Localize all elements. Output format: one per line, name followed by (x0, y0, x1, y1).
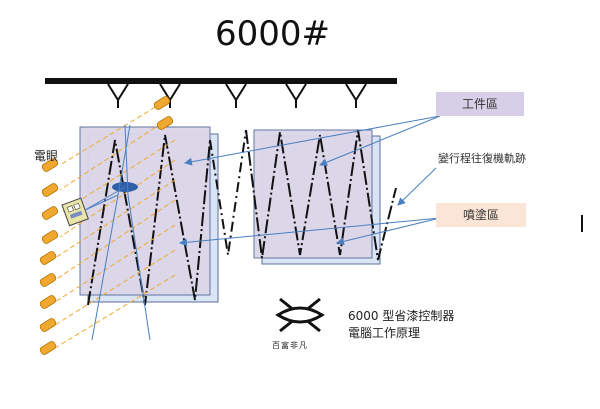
spray-area-label: 噴塗區 (436, 203, 526, 227)
hanger (107, 83, 129, 108)
page-title: 6000# (215, 14, 331, 54)
logo-text: 百富非凡 (272, 341, 308, 350)
hanger (285, 83, 307, 108)
hanger (345, 83, 367, 108)
controller-subtitle: 電腦工作原理 (348, 326, 421, 340)
conveyor-rail (45, 78, 397, 84)
electric-eye-label: 電眼 (34, 149, 59, 163)
workpiece-right (253, 129, 381, 265)
work-area-label: 工件區 (436, 92, 524, 116)
reciprocator-track-right (245, 129, 397, 261)
callout-arrows (179, 115, 441, 247)
hangers (107, 83, 367, 108)
track-label: 變行程往復機軌跡 (438, 152, 526, 165)
reciprocator-track-gap (209, 129, 247, 256)
spray-cone (84, 124, 151, 341)
controller-title: 6000 型省漆控制器 (348, 309, 455, 323)
spray-gun-icon (61, 197, 89, 227)
sensor-beams (54, 102, 176, 349)
reciprocator-track-left (87, 134, 211, 306)
hanger (225, 83, 247, 108)
company-logo-icon (275, 297, 325, 333)
electric-eye-sensor-icon (39, 96, 174, 355)
